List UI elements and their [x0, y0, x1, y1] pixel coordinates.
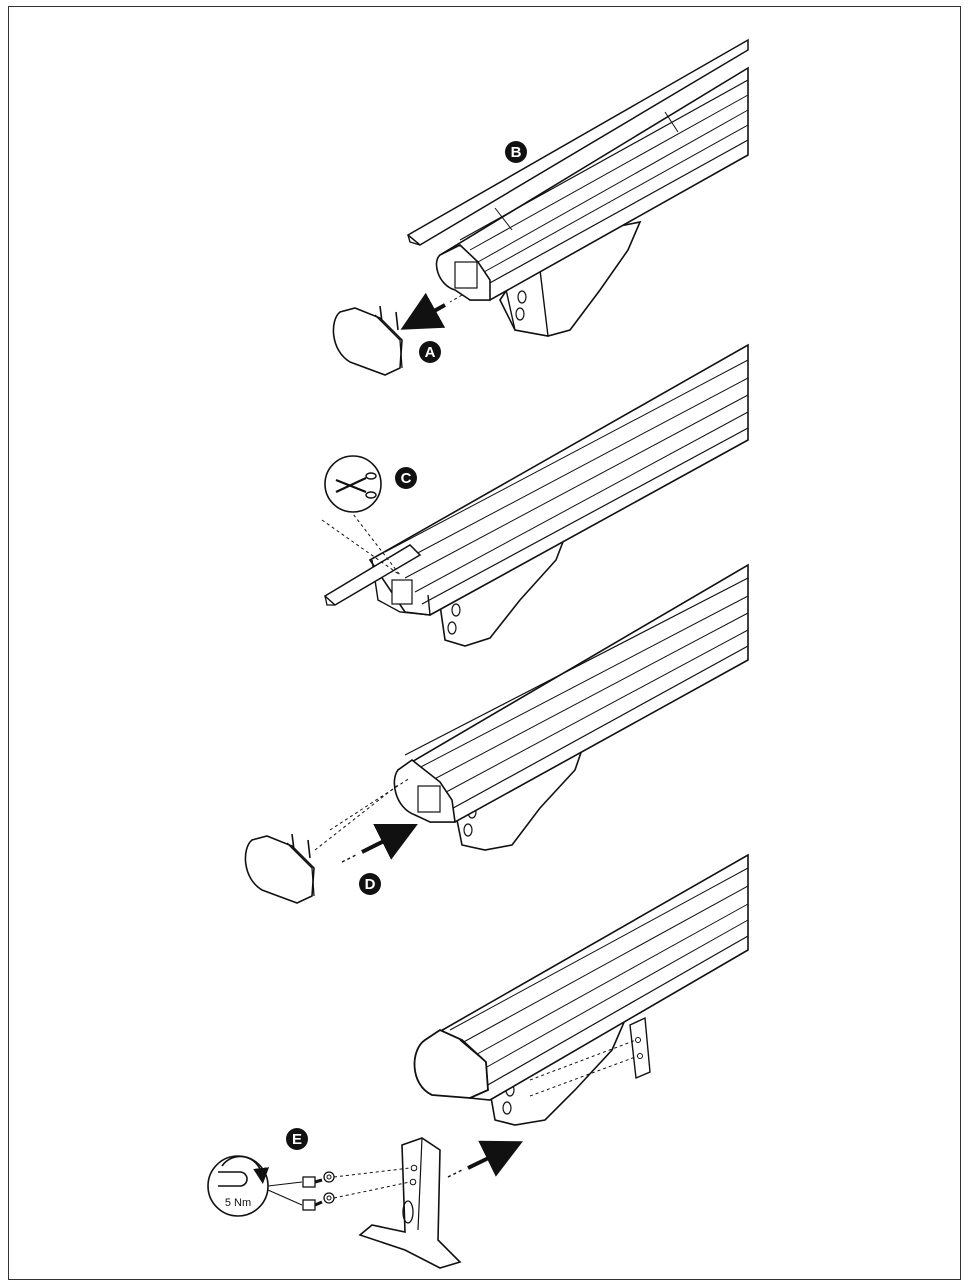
diagram-frame: [8, 6, 961, 1280]
svg-text:E: E: [292, 1131, 302, 1148]
bolt-and-washer-set: [302, 1171, 335, 1211]
step-4-illustration: 5 Nm: [207, 853, 749, 1269]
roof-bar-2: [368, 343, 749, 616]
end-cap-d: [244, 833, 315, 904]
end-cap-a: [332, 305, 403, 376]
cover-strip-b: [406, 38, 749, 246]
rear-clamp-plate: [629, 1016, 651, 1080]
step-3-illustration: [244, 563, 749, 904]
step-2-illustration: [321, 343, 749, 647]
svg-text:D: D: [365, 876, 376, 893]
step-label-e: E: [286, 1128, 308, 1150]
step-label-a: A: [419, 341, 441, 363]
slide-arrow-e: [467, 1140, 523, 1177]
front-clamp: [358, 1137, 462, 1269]
insertion-arrow-d: [361, 824, 418, 860]
step-label-d: D: [359, 873, 381, 895]
removal-arrow-a: [400, 292, 446, 330]
svg-text:B: B: [511, 144, 522, 161]
step-1-illustration: [332, 38, 749, 376]
torque-value: 5 Nm: [225, 1197, 251, 1209]
scissors-icon: [324, 455, 382, 513]
step-label-c: C: [395, 467, 417, 489]
svg-text:C: C: [401, 470, 412, 487]
svg-text:A: A: [425, 344, 436, 361]
step-label-b: B: [505, 141, 527, 163]
wrench-torque-icon: 5 Nm: [207, 1155, 303, 1217]
